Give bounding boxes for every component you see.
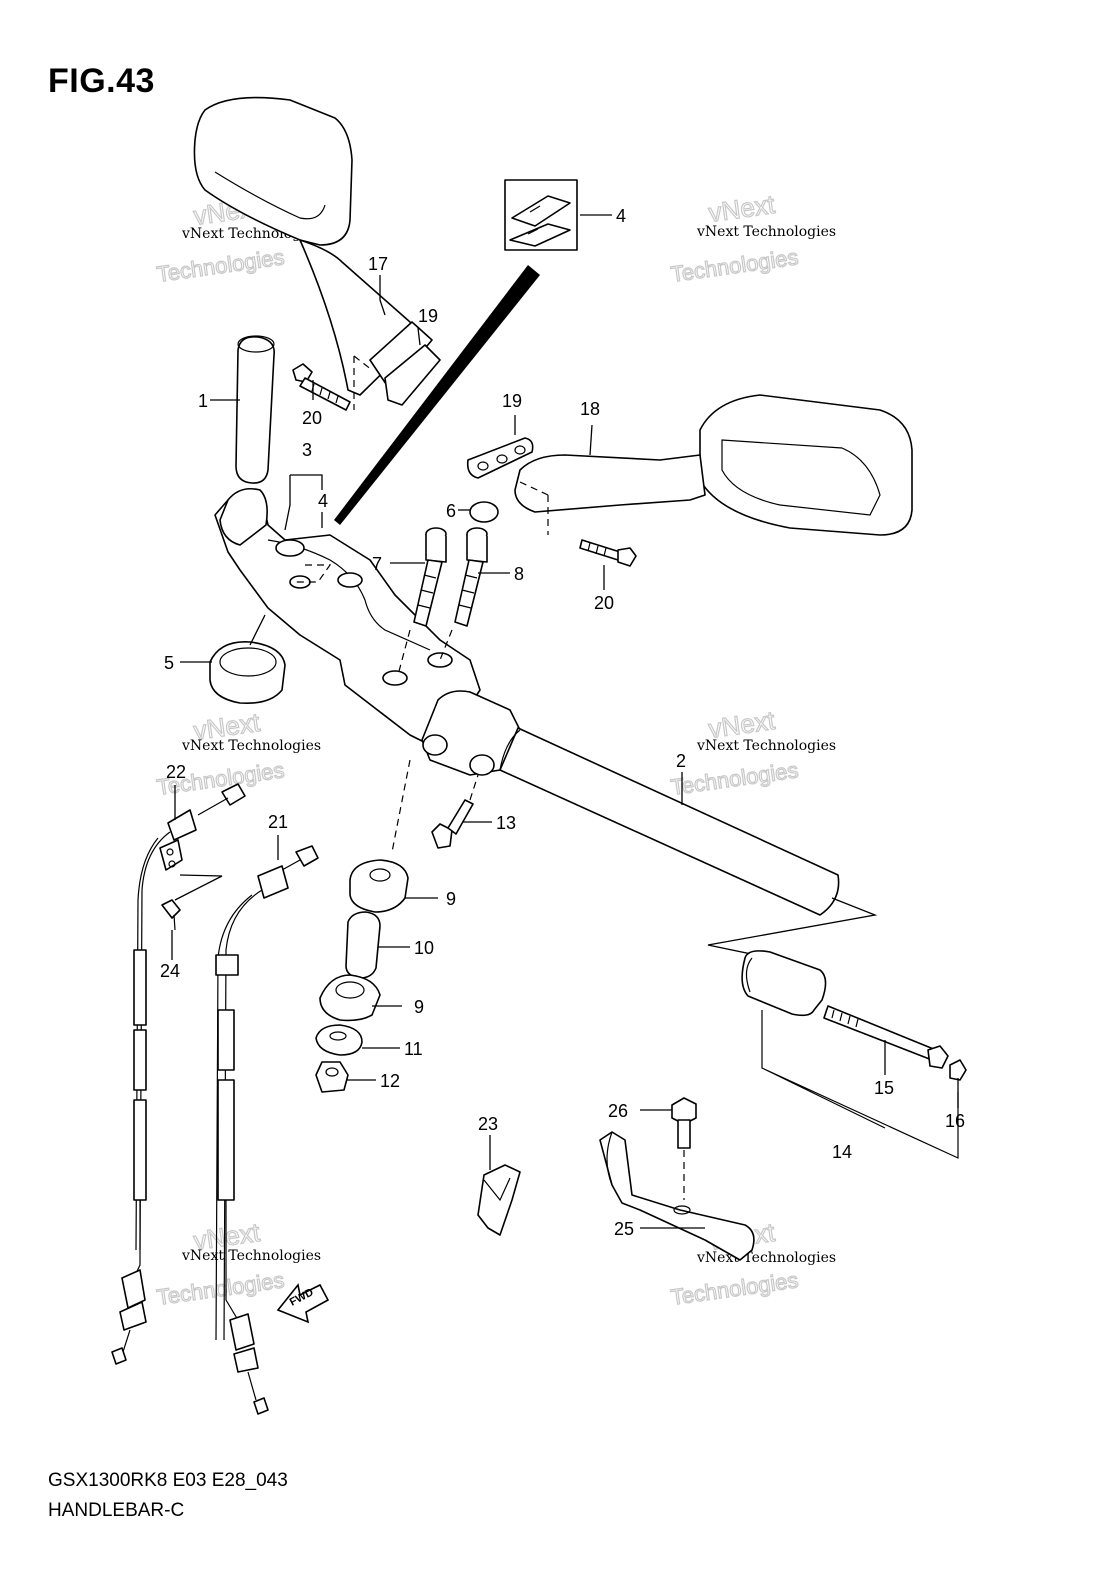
callout-12: 12 (380, 1071, 400, 1091)
svg-text:vNext Technologies: vNext Technologies (696, 1250, 836, 1266)
svg-text:Technologies: Technologies (669, 244, 800, 287)
callout-26: 26 (608, 1101, 628, 1121)
section-name: HANDLEBAR-C (48, 1500, 185, 1521)
svg-text:Technologies: Technologies (669, 757, 800, 800)
right-mirror (514, 394, 913, 536)
callout-labels: 4 17 19 1 20 19 18 3 4 6 7 8 20 5 2 22 1… (160, 206, 965, 1239)
holder-bolt-7 (413, 527, 447, 627)
callout-11: 11 (404, 1039, 423, 1059)
callout-20-right: 20 (594, 593, 614, 613)
watermark-top-right: vNext vNext Technologies Technologies (669, 188, 836, 287)
figure-title: FIG.43 (48, 62, 155, 100)
callout-16: 16 (945, 1111, 965, 1131)
svg-text:vNext Technologies: vNext Technologies (181, 738, 321, 754)
callout-14: 14 (832, 1142, 852, 1162)
svg-text:Technologies: Technologies (155, 244, 286, 287)
svg-text:vNext: vNext (707, 189, 778, 228)
svg-text:Technologies: Technologies (669, 1267, 800, 1310)
callout-1: 1 (198, 391, 208, 411)
grip (235, 335, 275, 484)
handlebar-holder (214, 487, 481, 746)
callout-10: 10 (414, 938, 434, 958)
mirror-bolt-right (579, 539, 637, 567)
cable-clip (477, 1164, 521, 1236)
spacer-collar (345, 911, 381, 979)
svg-text:vNext Technologies: vNext Technologies (696, 224, 836, 240)
callout-22: 22 (166, 762, 186, 782)
svg-text:vNext Technologies: vNext Technologies (181, 1248, 321, 1264)
model-code: GSX1300RK8 E03 E28_043 (48, 1470, 288, 1491)
cap (469, 501, 499, 523)
callout-25: 25 (614, 1219, 634, 1239)
nut (315, 1061, 349, 1093)
rubber-cushion-upper (349, 859, 409, 913)
leader-lines (171, 214, 959, 1229)
fwd-arrow: FWD (276, 1283, 330, 1324)
left-mirror (193, 96, 441, 410)
callout-3: 3 (302, 440, 312, 460)
bolt-guide-lines (397, 629, 453, 676)
bracket-bolt (671, 1097, 697, 1200)
callout-20-left: 20 (302, 408, 322, 428)
callout-8: 8 (514, 564, 524, 584)
watermark-mid-right: vNext vNext Technologies Technologies (669, 704, 836, 800)
callout-4-emblem: 4 (616, 206, 626, 226)
callout-21: 21 (268, 812, 288, 832)
callout-9-lower: 9 (414, 997, 424, 1017)
callout-13: 13 (496, 813, 516, 833)
callout-24: 24 (160, 961, 180, 981)
emblem-sticker (504, 179, 578, 251)
svg-text:vNext Technologies: vNext Technologies (696, 738, 836, 754)
holder-bolt-8 (454, 527, 488, 627)
callout-7: 7 (372, 554, 382, 574)
handlebar-pipe (421, 690, 878, 961)
callout-23: 23 (478, 1114, 498, 1134)
clamp-bolt (431, 774, 479, 849)
svg-text:Technologies: Technologies (155, 1267, 286, 1310)
mirror-bolt-left (292, 363, 351, 411)
callout-15: 15 (874, 1078, 894, 1098)
cable-clamp-screw (159, 839, 223, 931)
callout-9-upper: 9 (446, 889, 456, 909)
mirror-plate-right (466, 437, 534, 479)
throttle-cable-21 (215, 845, 319, 1415)
callout-19-right: 19 (502, 391, 522, 411)
callout-2: 2 (676, 751, 686, 771)
callout-5: 5 (164, 653, 174, 673)
handlebar-balancer (741, 950, 967, 1159)
callout-4-bracket: 4 (318, 491, 328, 511)
sticker-pointer (334, 265, 540, 525)
damper-stack (315, 759, 411, 1093)
seal-ring (209, 641, 286, 705)
cable-bracket (599, 1131, 755, 1261)
throttle-cable-22 (111, 783, 246, 1365)
callout-17: 17 (368, 254, 388, 274)
callout-18: 18 (580, 399, 600, 419)
callout-19-left: 19 (418, 306, 438, 326)
callout-6: 6 (446, 501, 456, 521)
